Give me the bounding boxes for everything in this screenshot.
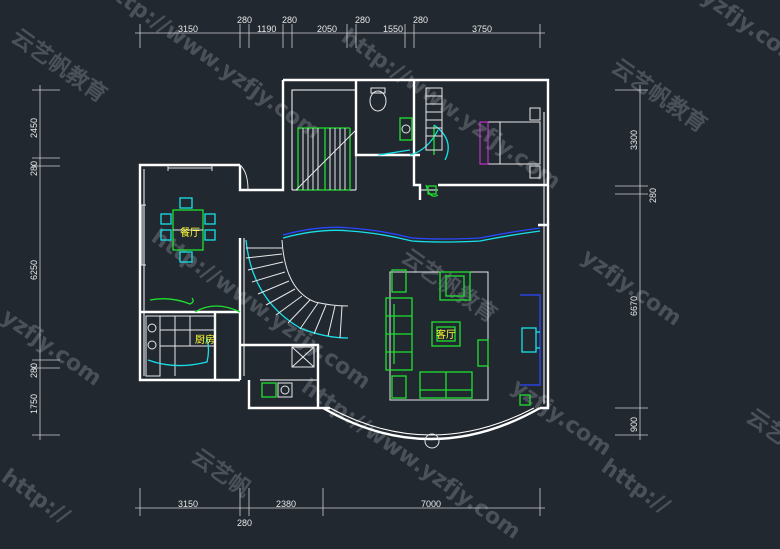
doors [194,164,439,313]
railing-upper [282,226,541,240]
dim-top-2: 280 [237,15,252,25]
watermark-prefix-1: http:// [0,464,75,529]
dim-top-3: 1190 [257,24,276,34]
dim-top-7: 1550 [383,24,403,34]
stair-spiral [245,239,349,339]
dim-left-3: 6250 [29,260,39,280]
dim-bottom-1: 3150 [178,499,198,509]
dim-right-2: 280 [648,188,658,203]
dim-right-3: 6670 [629,296,639,316]
tv-cabinet [519,327,540,406]
dimension-labels-top: 3150 280 1190 280 2050 280 1550 280 3750 [178,15,492,34]
dim-top-8: 280 [413,15,428,25]
dim-top-6: 280 [355,15,370,25]
dining-cabinet [149,297,194,305]
room-label-kitchen: 厨房 [195,333,215,346]
watermark-brand-1: 云艺帆教育 [7,24,112,108]
dim-left-1: 2450 [29,118,39,138]
dim-top-1: 3150 [178,24,198,34]
dim-top-5: 2050 [317,24,337,34]
watermark-short-2: yzfjy.com [577,244,686,331]
dimension-labels-right: 3300 280 6670 900 [629,130,658,432]
dim-right-1: 3300 [629,130,639,150]
bath-door [433,124,449,161]
dim-left-2: 280 [29,161,39,176]
dining-window [140,165,213,266]
watermark-prefix-2: http:// [597,454,675,519]
dimension-lines [32,24,648,516]
room-label-living: 客厅 [436,328,456,341]
watermark-url-2: http://www.yzfjy.com [337,24,565,194]
dim-left-4: 280 [29,363,39,378]
watermark-brand-short-1: 云艺帆 [187,444,256,503]
bedroom-furniture [425,87,541,179]
dim-left-5: 1750 [29,394,39,414]
dim-top-4: 280 [282,15,297,25]
railing-upper-inner [282,229,541,243]
dining-table-set [160,197,216,263]
stair-upper [295,127,357,191]
railing-right [520,294,541,386]
kitchen-counter [145,315,216,377]
watermark-short-3: yzfjy.com [0,304,106,391]
dim-top-9: 3750 [472,24,492,34]
dim-bottom-2: 280 [237,518,252,528]
walls [138,78,550,449]
dim-right-4: 900 [629,417,639,432]
watermark-brand-2: 云艺帆教育 [607,54,712,138]
watermark-brand-short-2: 云艺帆 [742,404,780,463]
watermark-short-1: yzfjy.com [697,0,780,71]
dim-bottom-3: 2380 [276,499,296,509]
dimension-labels-left: 2450 280 6250 280 1750 [29,118,39,414]
dim-bottom-4: 7000 [421,499,441,509]
living-room-furniture [385,269,489,401]
room-label-dining: 餐厅 [180,226,200,239]
dimension-labels-bottom: 3150 280 2380 7000 [178,499,441,528]
kitchen-lower-units [261,346,315,398]
